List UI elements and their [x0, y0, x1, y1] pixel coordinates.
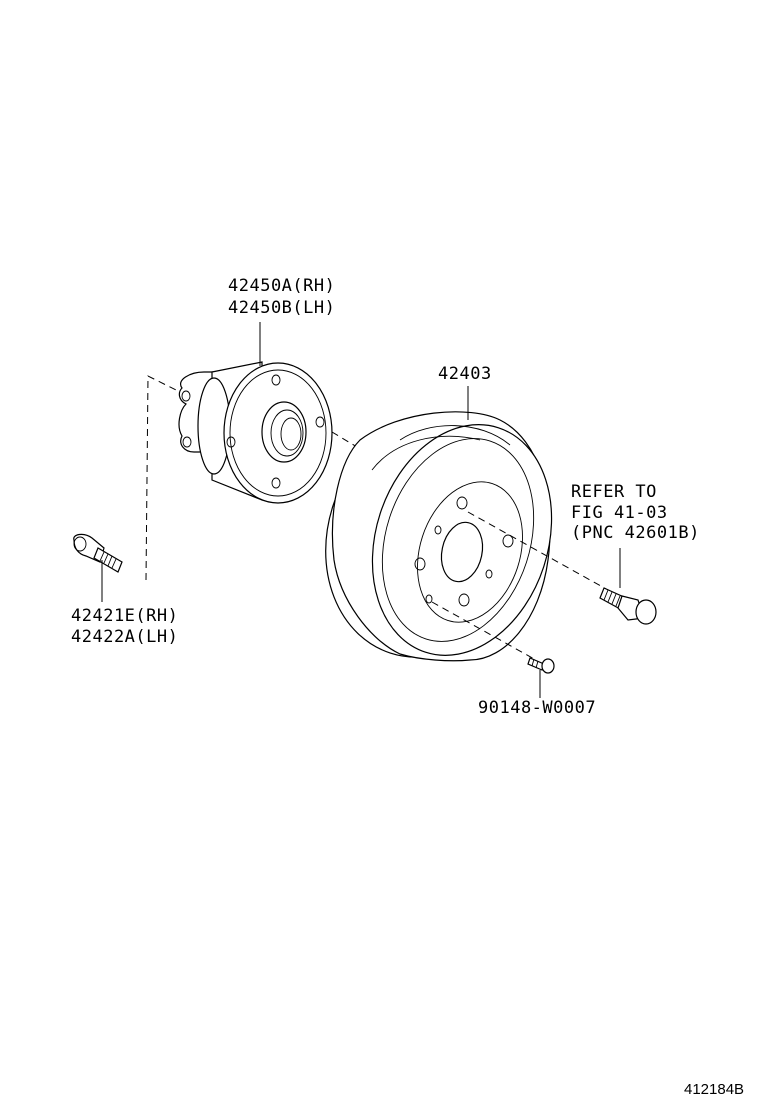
label-hub-lh: 42450B(LH) — [228, 298, 335, 318]
label-screw: 90148-W0007 — [478, 698, 596, 718]
label-refer-line2: FIG 41-03 — [571, 503, 668, 523]
drum-bolt-assembly-line — [467, 511, 609, 591]
set-screw[interactable] — [527, 657, 555, 674]
drum-screw-assembly-line — [431, 601, 537, 661]
label-hub-bolt-rh: 42421E(RH) — [71, 606, 178, 626]
brake-drum[interactable] — [295, 390, 580, 684]
figure-id: 412184B — [684, 1081, 744, 1098]
hub-bolt-assembly-line — [145, 375, 181, 581]
label-refer-line1: REFER TO — [571, 482, 657, 502]
hub-bearing-assembly[interactable] — [178, 361, 333, 504]
label-hub-bolt-lh: 42422A(LH) — [71, 627, 178, 647]
label-hub-rh: 42450A(RH) — [228, 276, 335, 296]
hub-bolt[interactable] — [73, 533, 123, 573]
label-drum: 42403 — [438, 364, 492, 384]
wheel-bolt[interactable] — [599, 587, 657, 625]
label-refer-line3: (PNC 42601B) — [571, 523, 700, 543]
